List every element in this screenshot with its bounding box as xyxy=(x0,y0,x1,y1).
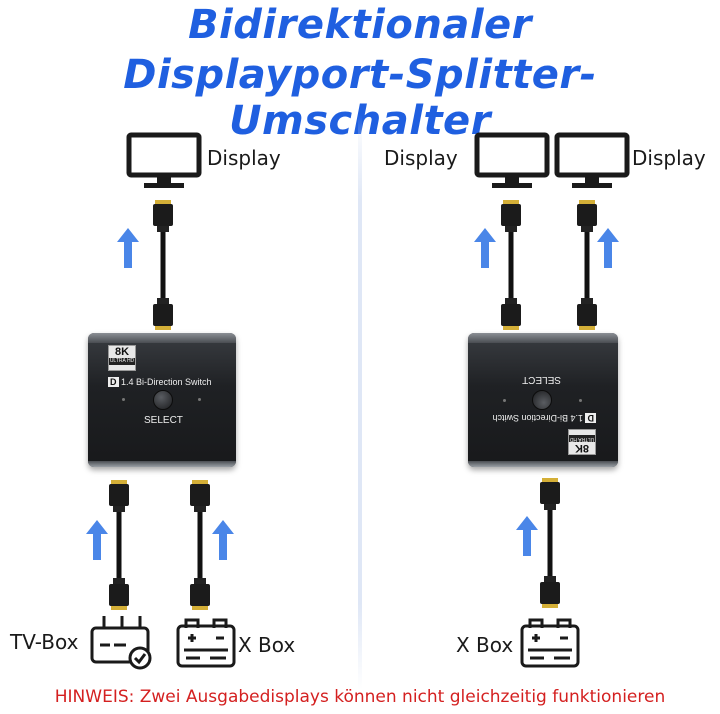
led-indicator xyxy=(579,399,582,402)
cable-icon xyxy=(538,478,562,608)
arrow-up-icon xyxy=(597,228,619,268)
cable-icon xyxy=(107,480,131,610)
dp-logo-icon: D xyxy=(108,377,119,387)
tv-box-label: TV-Box xyxy=(10,630,79,654)
right-switch-device: 8K ULTRA HD D 1.4 Bi-Direction Switch SE… xyxy=(468,333,618,467)
arrow-up-icon xyxy=(212,520,234,560)
arrow-up-icon xyxy=(117,228,139,268)
center-divider xyxy=(358,115,362,690)
arrow-up-icon xyxy=(516,516,538,556)
right-display2-label: Display xyxy=(632,146,706,170)
page-title-line1: Bidirektionaler xyxy=(188,2,532,48)
game-console-icon xyxy=(176,616,236,670)
monitor-icon xyxy=(474,132,550,192)
monitor-icon xyxy=(554,132,630,192)
cable-icon xyxy=(188,480,212,610)
cable-icon xyxy=(151,200,175,330)
badge-8k-text: 8K xyxy=(574,442,590,454)
left-8k-badge: 8K ULTRA HD xyxy=(108,345,136,371)
left-select-button[interactable] xyxy=(153,390,173,410)
led-indicator xyxy=(122,398,125,401)
arrow-up-icon xyxy=(474,228,496,268)
left-switch-device: 8K ULTRA HD D 1.4 Bi-Direction Switch SE… xyxy=(88,333,236,467)
right-display1-label: Display xyxy=(384,146,458,170)
badge-8k-text: 8K xyxy=(114,346,130,358)
right-8k-badge: 8K ULTRA HD xyxy=(568,429,596,455)
cable-icon xyxy=(499,200,523,330)
cable-icon xyxy=(575,200,599,330)
monitor-icon xyxy=(126,132,202,192)
badge-ultrahd-text: ULTRA HD xyxy=(569,435,595,442)
left-select-label: SELECT xyxy=(144,415,183,426)
router-icon xyxy=(90,614,154,670)
led-indicator xyxy=(503,399,506,402)
right-select-button[interactable] xyxy=(532,390,552,410)
right-device-face: 8K ULTRA HD D 1.4 Bi-Direction Switch SE… xyxy=(468,333,618,467)
left-xbox-label: X Box xyxy=(238,633,296,657)
dp-logo-icon: D xyxy=(585,413,596,423)
left-model-text: D 1.4 Bi-Direction Switch xyxy=(108,377,212,387)
right-model-text: D 1.4 Bi-Direction Switch xyxy=(492,413,596,423)
left-display-label: Display xyxy=(207,146,281,170)
warning-note: HINWEIS: Zwei Ausgabedisplays können nic… xyxy=(54,687,666,707)
game-console-icon xyxy=(520,616,580,670)
right-select-label: SELECT xyxy=(522,374,561,385)
badge-ultrahd-text: ULTRA HD xyxy=(109,358,135,365)
left-model-label: 1.4 Bi-Direction Switch xyxy=(121,377,212,387)
right-model-label: 1.4 Bi-Direction Switch xyxy=(492,413,583,423)
right-xbox-label: X Box xyxy=(456,633,514,657)
led-indicator xyxy=(198,398,201,401)
arrow-up-icon xyxy=(86,520,108,560)
